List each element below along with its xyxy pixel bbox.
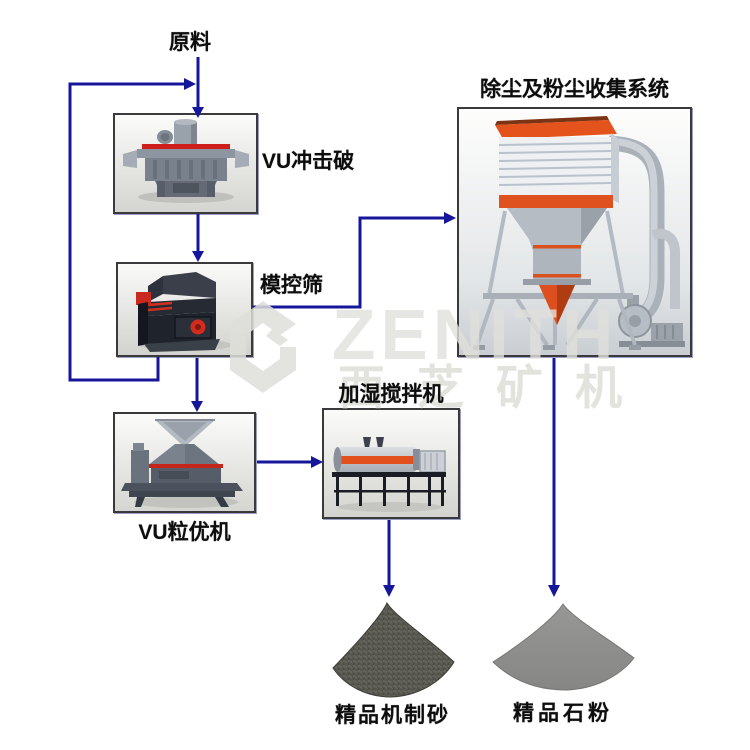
arrowhead-screen-dust [444,212,456,224]
control-screen-illustration [118,264,251,355]
raw-material-label: 原料 [169,31,211,54]
humidifying-mixer-label: 加湿搅拌机 [338,383,444,406]
arrowhead-recycle [184,78,196,90]
powder-pile-illustration [492,603,635,691]
humidifying-mixer-illustration [324,410,458,517]
impact-crusher-box [113,113,258,214]
dust-collection-illustration [459,109,690,355]
control-screen-box [116,262,253,357]
control-screen-label: 模控筛 [260,274,323,297]
grain-optimizer-box [113,412,256,513]
grain-optimizer-label: VU粒优机 [138,521,231,544]
dust-collection-label: 除尘及粉尘收集系统 [480,78,669,101]
arrowhead-mixer-sand [383,585,395,597]
sand-pile-label: 精品机制砂 [335,704,450,727]
arrowhead-dust-powder [548,585,560,597]
sand-pile-illustration [332,601,455,698]
dust-collection-box [457,107,692,357]
arrowhead-screen-optimizer [191,401,203,412]
arrowhead-crusher-screen [192,251,204,262]
impact-crusher-label: VU冲击破 [262,150,355,173]
powder-pile-label: 精品石粉 [513,702,613,725]
humidifying-mixer-box [322,408,460,519]
impact-crusher-illustration [115,115,256,212]
grain-optimizer-illustration [115,414,254,511]
